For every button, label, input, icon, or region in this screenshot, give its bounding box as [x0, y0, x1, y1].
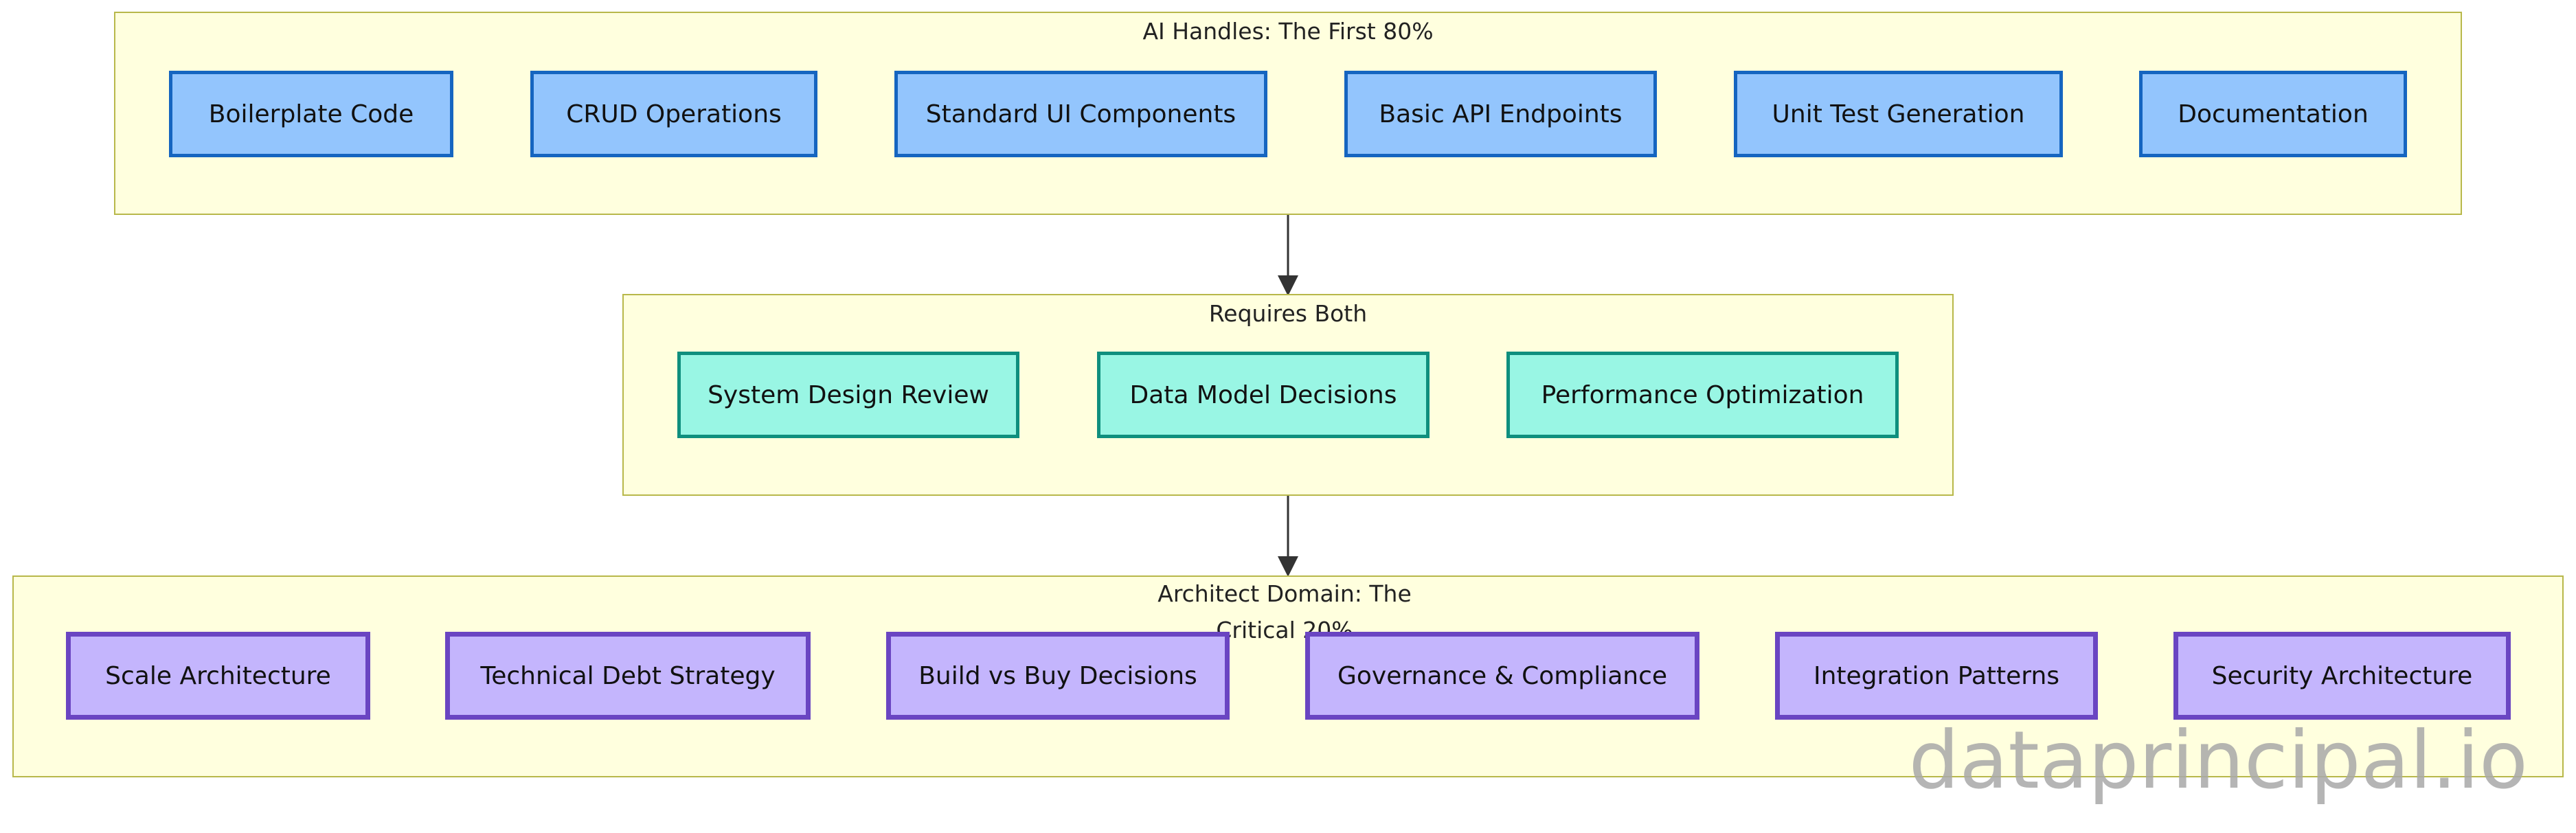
- node-build-vs-buy-decisions[interactable]: Build vs Buy Decisions: [886, 632, 1230, 720]
- watermark-text: dataprincipal.io: [1908, 714, 2528, 807]
- group-architect-domain-title-line1: Architect Domain: The: [1157, 580, 1412, 607]
- node-security-architecture[interactable]: Security Architecture: [2173, 632, 2511, 720]
- node-documentation[interactable]: Documentation: [2139, 71, 2407, 157]
- group-requires-both-title: Requires Both: [1208, 300, 1368, 327]
- node-integration-patterns[interactable]: Integration Patterns: [1775, 632, 2098, 720]
- node-standard-ui-components[interactable]: Standard UI Components: [894, 71, 1267, 157]
- group-architect-domain: [12, 575, 2564, 777]
- node-performance-optimization[interactable]: Performance Optimization: [1506, 352, 1899, 438]
- node-unit-test-generation[interactable]: Unit Test Generation: [1734, 71, 2063, 157]
- node-system-design-review[interactable]: System Design Review: [677, 352, 1019, 438]
- group-architect-domain-title: Architect Domain: The Critical 20%: [1044, 575, 1525, 648]
- group-ai-handles: AI Handles: The First 80%: [114, 12, 2462, 215]
- group-ai-handles-title: AI Handles: The First 80%: [1142, 18, 1434, 45]
- node-boilerplate-code[interactable]: Boilerplate Code: [169, 71, 453, 157]
- node-data-model-decisions[interactable]: Data Model Decisions: [1097, 352, 1430, 438]
- node-scale-architecture[interactable]: Scale Architecture: [66, 632, 370, 720]
- node-basic-api-endpoints[interactable]: Basic API Endpoints: [1344, 71, 1657, 157]
- node-technical-debt-strategy[interactable]: Technical Debt Strategy: [445, 632, 811, 720]
- node-crud-operations[interactable]: CRUD Operations: [530, 71, 817, 157]
- node-governance-compliance[interactable]: Governance & Compliance: [1305, 632, 1699, 720]
